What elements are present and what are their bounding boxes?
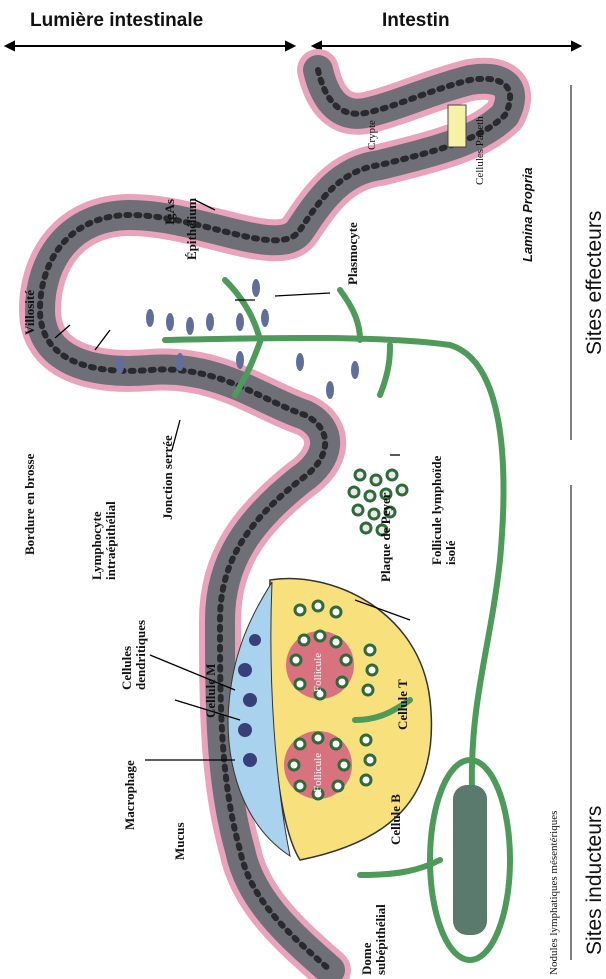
- label-follicle-lower: Follicule: [312, 753, 324, 792]
- label-lamina-propria: Lamina Propria: [520, 167, 535, 262]
- label-mesenteric-nodes: Nodules lymphatiques mésentériques: [548, 811, 560, 975]
- label-paneth-cells: Cellules Paneth: [474, 116, 486, 185]
- label-crypt: Crypte: [366, 120, 378, 150]
- label-villus: Villosité: [22, 290, 38, 335]
- label-plasmocyte: Plasmocyte: [345, 222, 361, 285]
- label-peyer-patch: Plaque de Peyer: [378, 492, 394, 582]
- header-intestine: Intestin: [382, 10, 450, 32]
- label-effector-sites: Sites effecteurs: [583, 211, 606, 355]
- label-follicle-upper: Follicule: [312, 653, 324, 692]
- label-t-cell: Cellule T: [395, 679, 411, 730]
- label-subepithelial-dome: Dome subépithélial: [360, 895, 388, 975]
- header-lumen: Lumière intestinale: [30, 10, 203, 32]
- label-tight-junction: Jonction serrée: [160, 435, 176, 520]
- label-iga: IgAs: [162, 199, 178, 225]
- label-b-cell: Cellule B: [388, 794, 404, 845]
- mesenteric-node: [453, 785, 487, 935]
- label-inductive-sites: Sites inducteurs: [583, 806, 606, 955]
- paneth-cells: [448, 105, 466, 147]
- header-arrows: [6, 42, 580, 50]
- label-isolated-follicle: Follicule lymphoïde isolé: [430, 445, 458, 565]
- label-macrophage: Macrophage: [122, 760, 138, 830]
- label-intraepithelial-lymphocyte: Lymphocyte intraépithélial: [90, 430, 118, 580]
- label-m-cell: Cellule M: [203, 663, 219, 718]
- label-mucus: Mucus: [172, 822, 188, 860]
- label-epithelium: Épithélium: [184, 198, 200, 260]
- label-dendritic-cells: Cellules dendritiques: [120, 600, 148, 690]
- label-brush-border: Bordure en brosse: [22, 454, 38, 555]
